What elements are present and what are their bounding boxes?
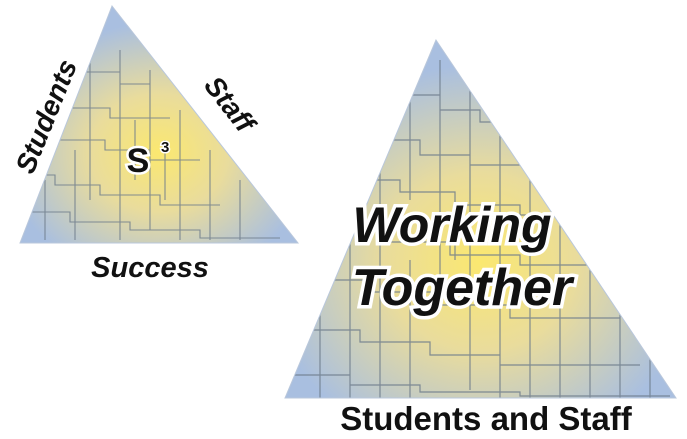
- large-triangle-shape: [285, 40, 676, 398]
- s-exponent: 3: [161, 139, 169, 156]
- working-text: Working: [352, 197, 551, 253]
- students-and-staff-caption: Students and Staff: [340, 400, 633, 437]
- success-label: Success: [91, 252, 209, 284]
- small-triangle-outline: [19, 5, 300, 244]
- large-triangle: Working Together Students and Staff: [284, 38, 677, 437]
- together-text: Together: [352, 259, 575, 317]
- small-triangle: Students Staff Success S 3: [9, 5, 300, 284]
- s-letter: S: [127, 142, 150, 180]
- small-triangle-shape: [20, 6, 298, 243]
- large-triangle-outline: [284, 38, 677, 399]
- large-brick-pattern: [290, 60, 670, 398]
